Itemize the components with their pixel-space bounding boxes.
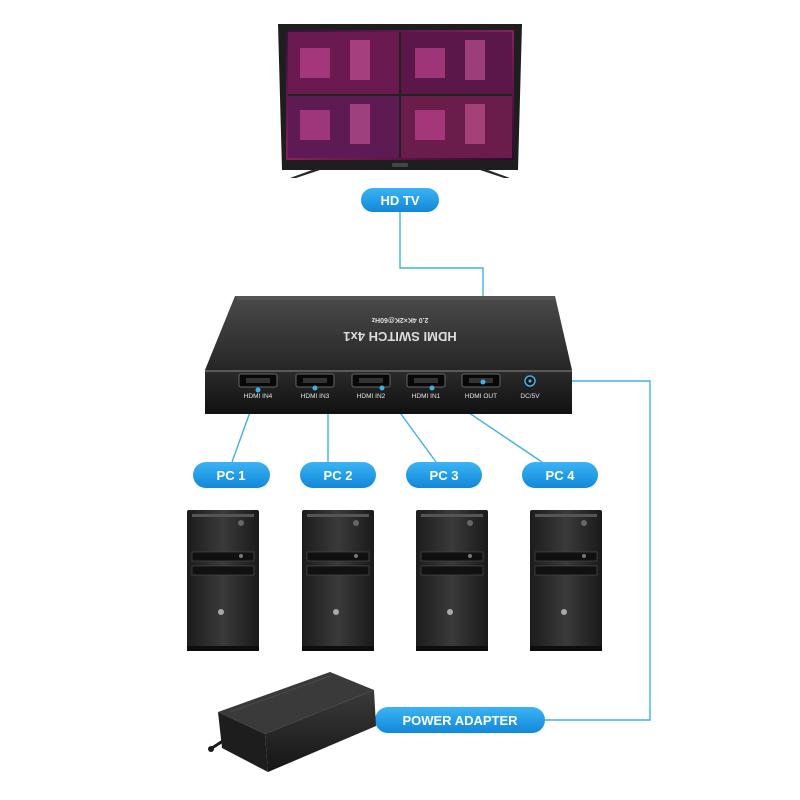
port-hdmi-in3: HDMI IN3 xyxy=(295,373,335,400)
label-power-adapter: POWER ADAPTER xyxy=(375,707,545,733)
switch-subtitle: 2.0 4K×2K@60Hz xyxy=(371,316,428,323)
svg-text:PC 2: PC 2 xyxy=(324,468,353,483)
connection-dots xyxy=(255,379,486,393)
port-label-in3: HDMI IN3 xyxy=(301,393,330,400)
pc2-tower xyxy=(302,510,374,651)
svg-text:POWER ADAPTER: POWER ADAPTER xyxy=(402,713,518,728)
port-hdmi-in2: HDMI IN2 xyxy=(351,373,391,400)
tv-split-screen xyxy=(288,32,512,158)
pc4-tower xyxy=(530,510,602,651)
power-to-dc-line xyxy=(533,380,651,721)
label-pc2: PC 2 xyxy=(300,462,376,488)
power-adapter-device xyxy=(208,672,376,772)
svg-text:HD TV: HD TV xyxy=(381,193,420,208)
label-pc4: PC 4 xyxy=(522,462,598,488)
port-label-out: HDMI OUT xyxy=(465,393,497,400)
svg-text:PC 1: PC 1 xyxy=(217,468,246,483)
port-label-in1: HDMI IN1 xyxy=(412,393,441,400)
svg-text:PC 4: PC 4 xyxy=(546,468,576,483)
tv-device xyxy=(278,24,522,178)
port-label-in2: HDMI IN2 xyxy=(357,393,386,400)
port-label-in4: HDMI IN4 xyxy=(244,393,273,400)
label-hd-tv: HD TV xyxy=(361,188,439,212)
pc3-tower xyxy=(416,510,488,651)
svg-text:PC 3: PC 3 xyxy=(430,468,459,483)
port-hdmi-out: HDMI OUT xyxy=(461,373,501,400)
hdmi-switch: HDMI SWITCH 4x1 2.0 4K×2K@60Hz HDMI IN4 … xyxy=(205,296,572,414)
port-hdmi-in4: HDMI IN4 xyxy=(238,373,278,400)
port-hdmi-in1: HDMI IN1 xyxy=(406,373,446,400)
tv-stand xyxy=(290,170,510,178)
label-pc1: PC 1 xyxy=(193,462,270,488)
port-dc-power: DC/5V xyxy=(520,375,540,400)
pc1-tower xyxy=(187,510,259,651)
label-pc3: PC 3 xyxy=(406,462,482,488)
switch-title: HDMI SWITCH 4x1 xyxy=(343,329,456,344)
port-label-dc: DC/5V xyxy=(520,393,540,400)
